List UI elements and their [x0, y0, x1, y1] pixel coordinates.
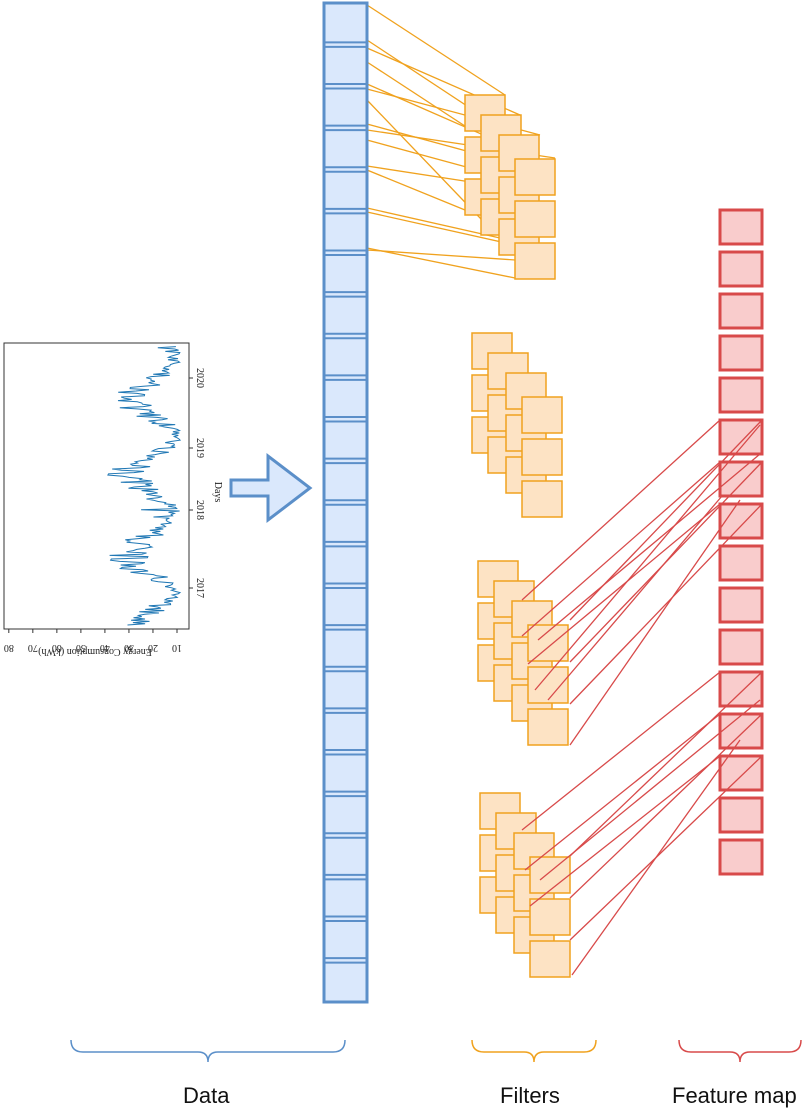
energy-series-line	[107, 346, 182, 626]
feature-map-cell	[718, 712, 764, 750]
energy-tick-label: 30	[124, 642, 134, 653]
energy-chart: 80 70 60 50 40 30 20 10 2017 2018 2019 2020 Energy…	[3, 342, 223, 657]
orange-connection	[366, 247, 516, 279]
red-connection	[537, 453, 761, 641]
red-connection	[527, 503, 721, 665]
red-connection	[569, 755, 763, 941]
filter-cell	[521, 438, 563, 476]
filter-stack-3	[477, 560, 569, 746]
feature-map-cell	[718, 628, 764, 666]
feature-map-cell	[718, 502, 764, 540]
filter-cell	[521, 396, 563, 434]
feature-map-cell	[718, 334, 764, 372]
filter-cell	[529, 898, 571, 936]
filter-cell	[514, 200, 556, 238]
year-tick-label: 2017	[194, 578, 205, 598]
feature-map-cell	[718, 544, 764, 582]
data-column-frame	[322, 1, 369, 1004]
red-connection	[569, 671, 763, 857]
red-connection	[521, 419, 721, 601]
red-connection	[539, 699, 761, 881]
filter-cell	[514, 242, 556, 280]
red-connection	[521, 671, 721, 831]
filter-stack-4	[479, 792, 571, 978]
days-axis-label: Days	[212, 482, 223, 503]
orange-connection	[366, 61, 469, 129]
feature-map-cell	[718, 754, 764, 792]
energy-tick-label: 80	[4, 642, 14, 653]
feature-map-cell	[718, 208, 764, 246]
input-arrow	[229, 452, 313, 524]
feature-map-column	[718, 208, 764, 876]
feature-map-cell	[718, 838, 764, 876]
year-tick-label: 2019	[194, 438, 205, 458]
red-connection	[524, 713, 721, 871]
energy-axis-label: Energy Consumption (kWh)	[38, 646, 152, 657]
feature-map-brace	[678, 1039, 802, 1063]
feature-map-cell	[718, 796, 764, 834]
filter-stack-1	[464, 94, 556, 280]
feature-map-cell	[718, 376, 764, 414]
feature-map-cell	[718, 586, 764, 624]
filter-cell	[529, 940, 571, 978]
data-column	[322, 1, 369, 1004]
feature-map-cell	[718, 418, 764, 456]
red-connection	[534, 424, 761, 691]
orange-connection	[366, 4, 506, 96]
energy-tick-label: 60	[52, 642, 62, 653]
filter-cell	[527, 666, 569, 704]
energy-axis-ticks: 80 70 60 50 40 30 20 10	[4, 629, 182, 653]
feature-map-label: Feature map	[672, 1083, 797, 1108]
filters-label: Filters	[500, 1083, 560, 1108]
feature-map-cell	[718, 250, 764, 288]
filter-stack-2	[471, 332, 563, 518]
red-connection	[547, 495, 723, 701]
energy-tick-label: 70	[28, 642, 38, 653]
filters-group	[464, 94, 571, 978]
filter-to-feature-connections	[521, 419, 763, 976]
orange-connection	[366, 211, 516, 246]
orange-connection	[366, 207, 501, 239]
data-label: Data	[183, 1083, 230, 1108]
year-tick-label: 2018	[194, 500, 205, 520]
chart-frame	[3, 342, 190, 630]
red-connection	[571, 739, 741, 976]
energy-tick-label: 20	[148, 642, 158, 653]
feature-map-cell	[718, 460, 764, 498]
arrow-shape	[229, 452, 313, 524]
section-braces	[70, 1039, 802, 1063]
filter-cell	[521, 480, 563, 518]
red-connection	[521, 461, 721, 637]
filter-cell	[527, 708, 569, 746]
energy-tick-label: 50	[76, 642, 86, 653]
filter-cell	[514, 158, 556, 196]
orange-connection	[366, 99, 483, 221]
red-connection	[569, 713, 763, 899]
orange-connection	[366, 169, 466, 211]
data-brace	[70, 1039, 346, 1063]
filters-brace	[471, 1039, 597, 1063]
red-connection	[529, 755, 721, 907]
filter-cell	[529, 856, 571, 894]
red-connection	[569, 503, 763, 705]
filter-cell	[527, 624, 569, 662]
year-axis-ticks: 2017 2018 2019 2020	[189, 368, 205, 598]
energy-tick-label: 10	[172, 642, 182, 653]
energy-tick-label: 40	[100, 642, 110, 653]
feature-map-cell	[718, 292, 764, 330]
red-connection	[569, 499, 741, 746]
feature-map-cell	[718, 670, 764, 708]
year-tick-label: 2020	[194, 368, 205, 388]
